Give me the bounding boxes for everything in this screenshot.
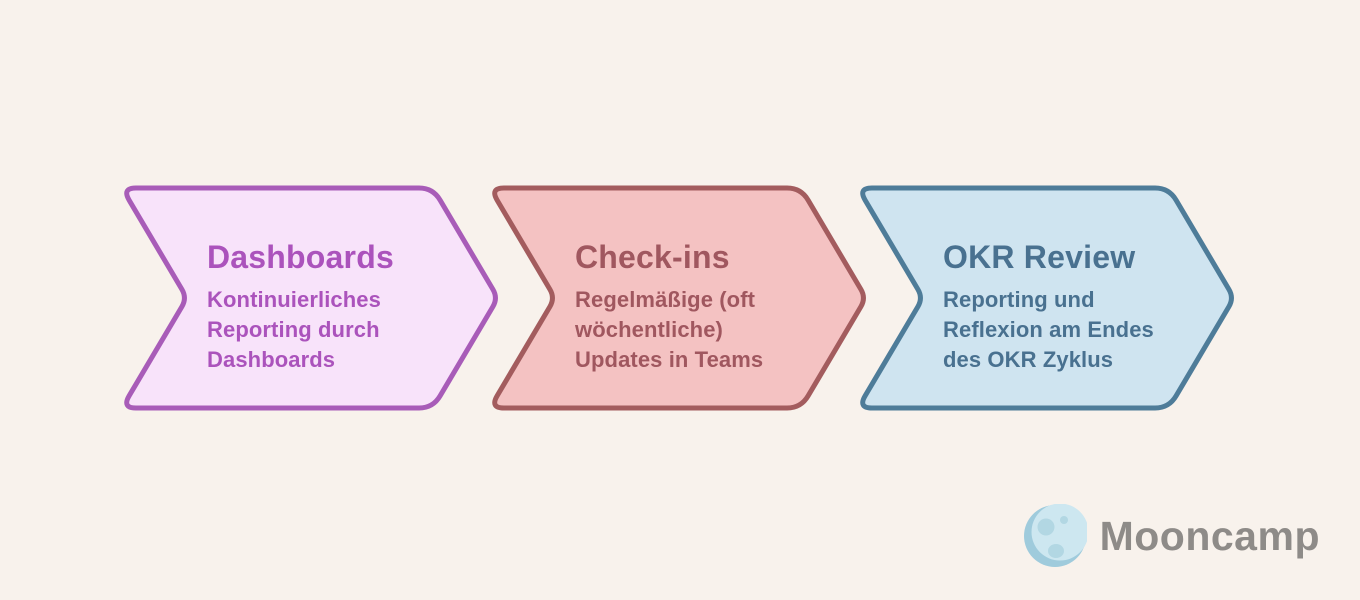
step-text-block: OKR Review Reporting und Reflexion am En… bbox=[943, 238, 1181, 375]
step-title: OKR Review bbox=[943, 239, 1136, 275]
step-text-block: Check-ins Regelmäßige (oft wöchentliche)… bbox=[575, 238, 813, 375]
step-title: Check-ins bbox=[575, 239, 730, 275]
mooncamp-logo: Mooncamp bbox=[1023, 504, 1320, 568]
step-text-block: Dashboards Kontinuierliches Reporting du… bbox=[207, 238, 445, 375]
moon-icon bbox=[1023, 504, 1087, 567]
chevron-shape bbox=[124, 185, 498, 411]
chevron-shape bbox=[492, 185, 866, 411]
chevron-path bbox=[860, 185, 1234, 411]
step-check-ins: Check-ins Regelmäßige (oft wöchentliche)… bbox=[487, 185, 869, 411]
mooncamp-wordmark: Mooncamp bbox=[1099, 513, 1320, 559]
moon-crater-bottom bbox=[1047, 544, 1064, 558]
chevron-shape bbox=[860, 185, 1234, 411]
step-dashboards: Dashboards Kontinuierliches Reporting du… bbox=[119, 185, 501, 411]
step-description: Regelmäßige (oft wöchentliche) Updates i… bbox=[575, 287, 764, 372]
moon-crater-small bbox=[1059, 516, 1068, 524]
step-description: Reporting und Reflexion am Endes des OKR… bbox=[943, 287, 1154, 372]
step-okr-review: OKR Review Reporting und Reflexion am En… bbox=[855, 185, 1237, 411]
moon-crater-large bbox=[1037, 518, 1055, 536]
moon-base-circle bbox=[1031, 504, 1087, 561]
chevron-path bbox=[124, 185, 498, 411]
step-title: Dashboards bbox=[207, 239, 394, 275]
chevron-path bbox=[492, 185, 866, 411]
step-description: Kontinuierliches Reporting durch Dashboa… bbox=[207, 287, 381, 372]
